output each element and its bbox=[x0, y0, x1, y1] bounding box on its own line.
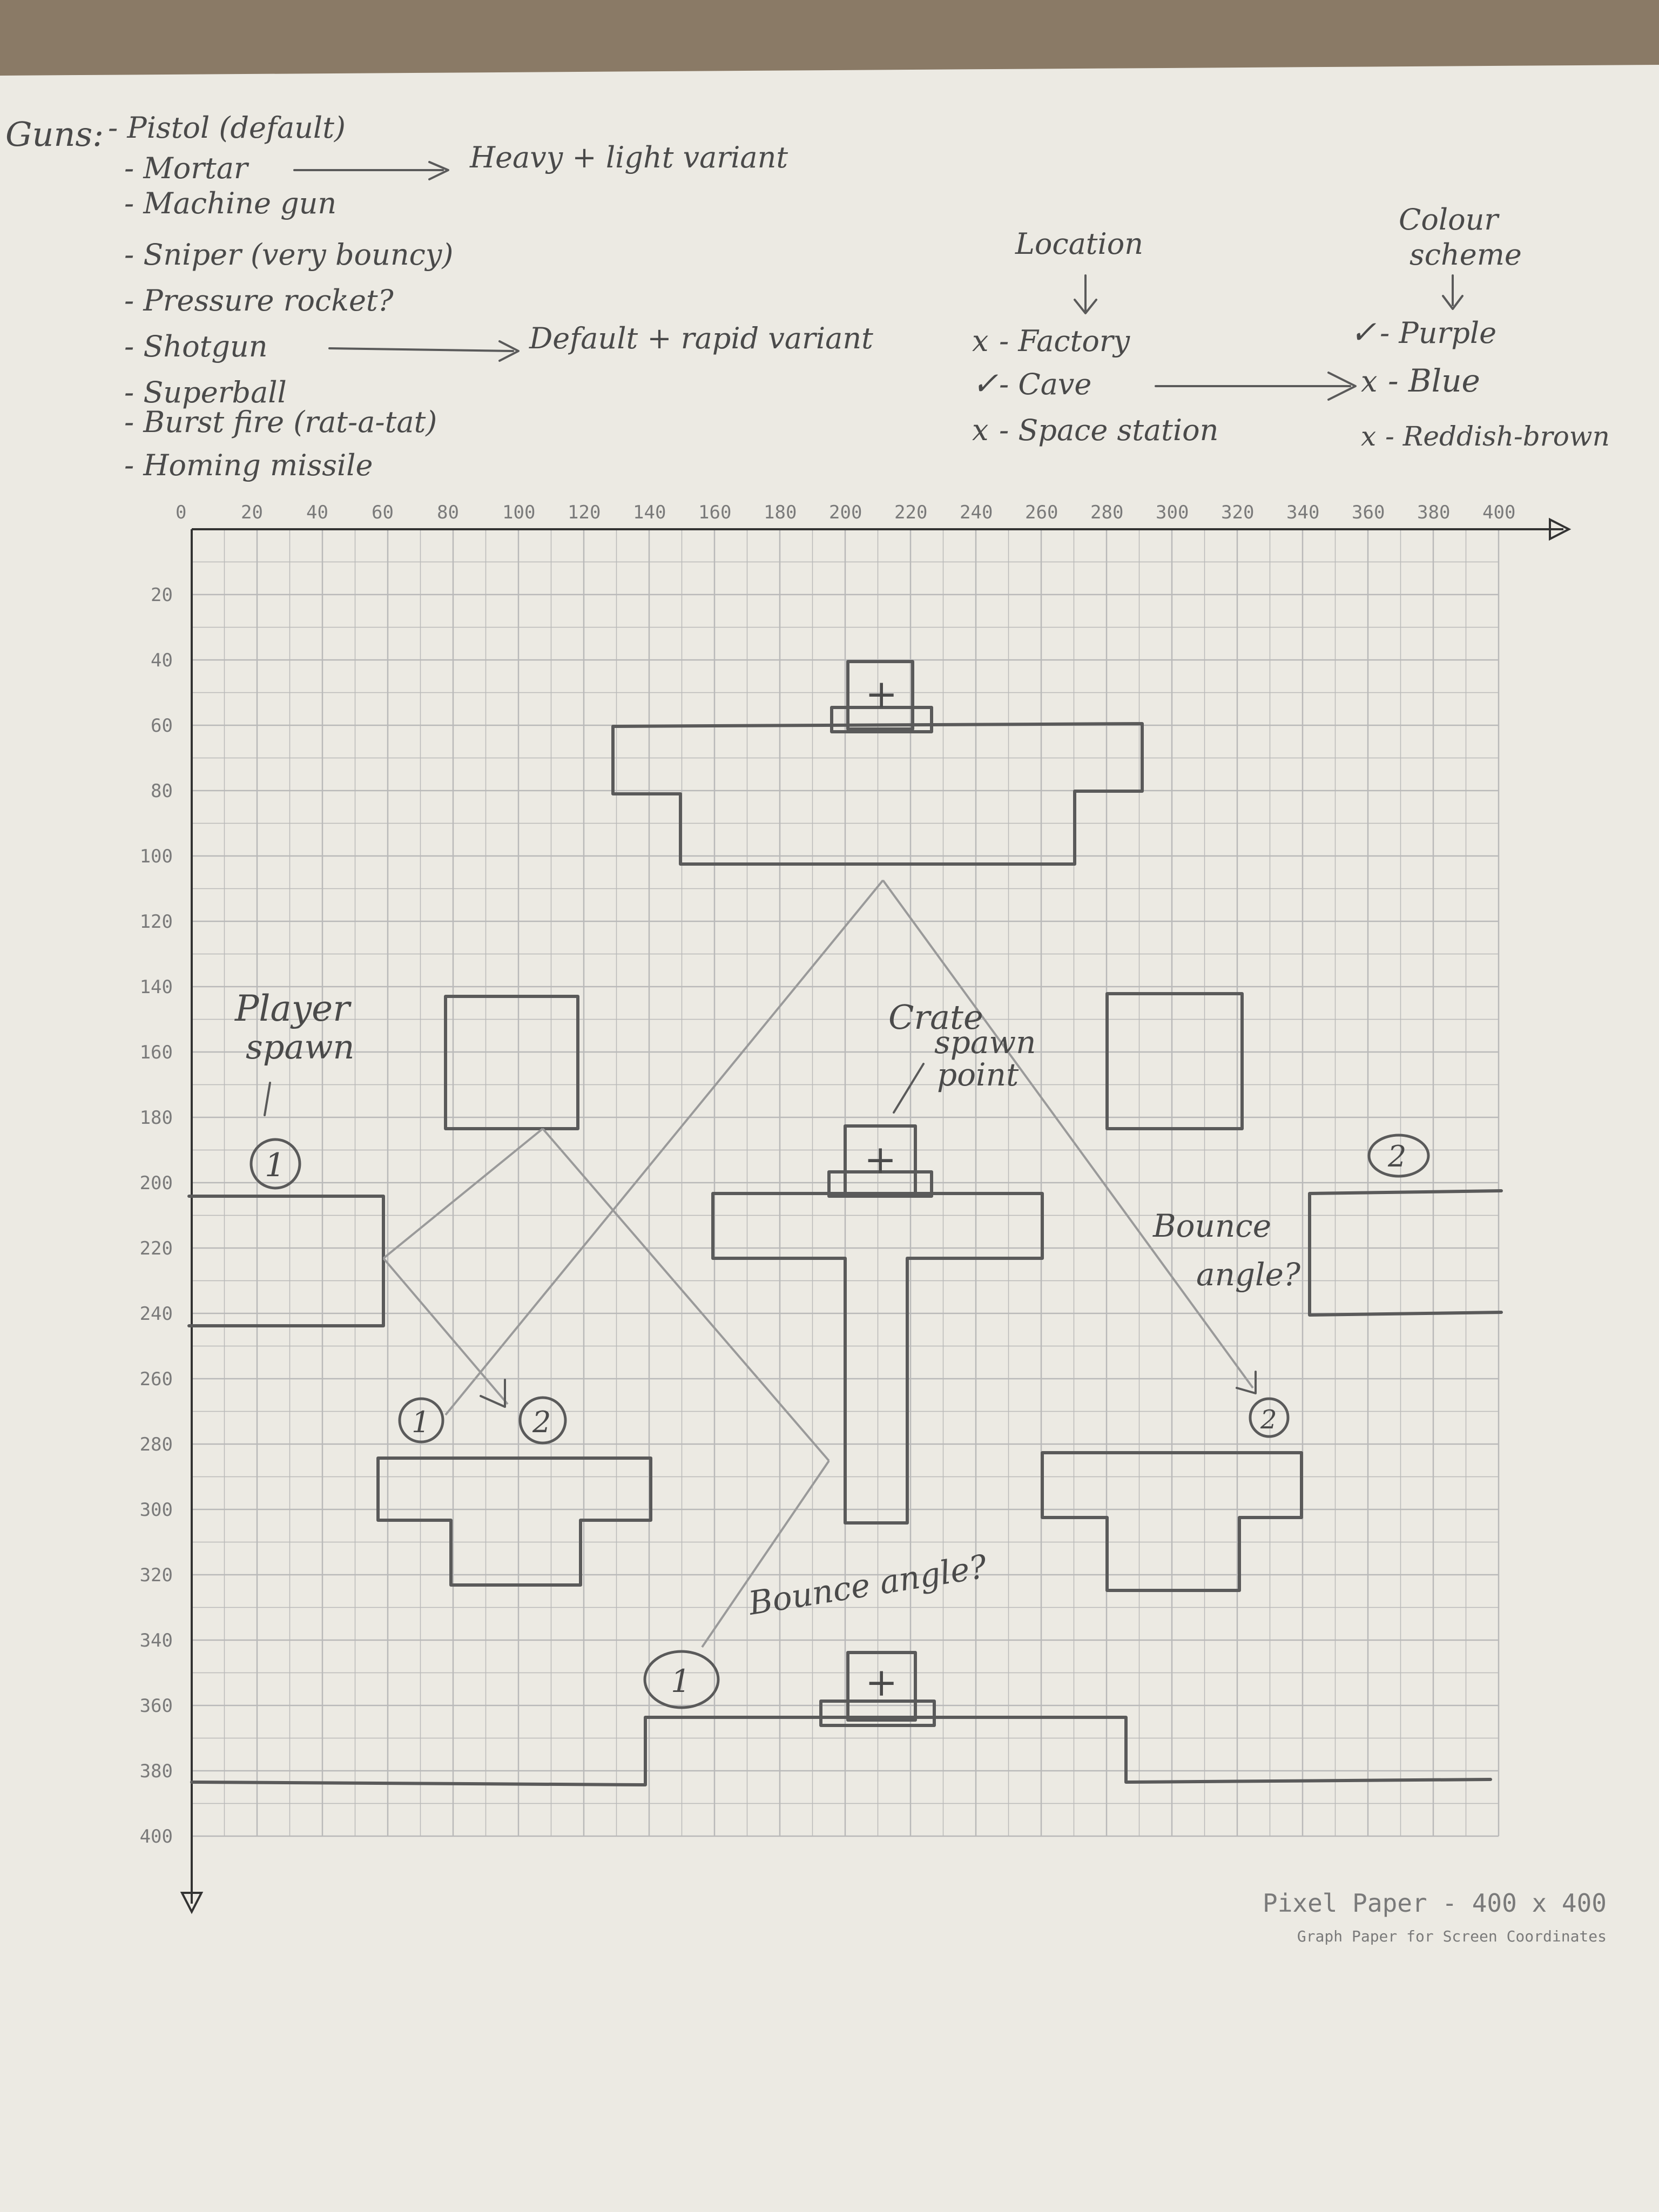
colour-mark: x bbox=[1361, 421, 1376, 452]
crate-plus-icon: + bbox=[865, 1660, 898, 1705]
y-tick-label: 340 bbox=[140, 1630, 173, 1651]
location-mark: x bbox=[972, 324, 988, 358]
paper-footer: Pixel Paper - 400 x 400 Graph Paper for … bbox=[1263, 1889, 1607, 1945]
x-tick-label: 280 bbox=[1090, 502, 1123, 523]
colour-heading: Colour bbox=[1399, 203, 1500, 237]
x-tick-label: 200 bbox=[829, 502, 862, 523]
location-item: - Cave bbox=[999, 367, 1091, 401]
y-tick-label: 60 bbox=[151, 715, 173, 737]
gun-item: - Homing missile bbox=[124, 448, 373, 482]
y-tick-label: 260 bbox=[140, 1368, 173, 1390]
gun-item: - Machine gun bbox=[124, 186, 336, 220]
y-tick-label: 80 bbox=[151, 780, 173, 802]
x-tick-label: 20 bbox=[241, 502, 263, 523]
y-tick-label: 100 bbox=[140, 846, 173, 867]
player-spawn-label: Player bbox=[234, 988, 352, 1029]
y-tick-label: 40 bbox=[151, 650, 173, 671]
x-tick-label: 260 bbox=[1025, 502, 1058, 523]
paper-title: Pixel Paper - 400 x 400 bbox=[1263, 1889, 1607, 1918]
x-tick-label: 400 bbox=[1482, 502, 1515, 523]
shotgun-variant-note: Default + rapid variant bbox=[529, 321, 873, 355]
gun-item: - Mortar bbox=[124, 151, 249, 185]
x-tick-label: 120 bbox=[568, 502, 601, 523]
location-item: - Factory bbox=[999, 324, 1131, 358]
spawn-number: 2 bbox=[532, 1405, 551, 1439]
y-tick-label: 180 bbox=[140, 1107, 173, 1129]
gun-item: - Sniper (very bouncy) bbox=[124, 238, 453, 272]
y-tick-label: 160 bbox=[140, 1042, 173, 1063]
spawn-number: 2 bbox=[1260, 1405, 1277, 1435]
x-tick-label: 300 bbox=[1156, 502, 1189, 523]
x-tick-label: 100 bbox=[502, 502, 535, 523]
x-tick-label: 380 bbox=[1417, 502, 1450, 523]
spawn-number: 1 bbox=[412, 1405, 430, 1439]
guns-heading: Guns: bbox=[5, 114, 104, 154]
spawn-number: 1 bbox=[671, 1663, 691, 1700]
y-tick-label: 140 bbox=[140, 976, 173, 998]
location-mark: x bbox=[972, 413, 988, 447]
y-tick-label: 240 bbox=[140, 1303, 173, 1325]
x-tick-label: 180 bbox=[764, 502, 797, 523]
gun-item: - Superball bbox=[124, 375, 287, 409]
player-spawn-label: spawn bbox=[246, 1027, 354, 1067]
x-tick-label: 0 bbox=[176, 502, 186, 523]
paper-subtitle: Graph Paper for Screen Coordinates bbox=[1297, 1927, 1607, 1945]
x-tick-label: 140 bbox=[633, 502, 666, 523]
spawn-number: 1 bbox=[265, 1147, 285, 1184]
crate-spawn-label: spawn bbox=[934, 1024, 1036, 1061]
crate-spawn-label: point bbox=[937, 1056, 1019, 1093]
colour-item: - Reddish-brown bbox=[1385, 421, 1610, 452]
x-tick-label: 160 bbox=[698, 502, 731, 523]
y-tick-label: 20 bbox=[151, 584, 173, 606]
gun-item: - Pistol (default) bbox=[108, 111, 346, 145]
y-tick-label: 300 bbox=[140, 1499, 173, 1521]
y-tick-label: 120 bbox=[140, 911, 173, 933]
location-mark: ✓ bbox=[972, 365, 999, 402]
x-tick-label: 340 bbox=[1286, 502, 1319, 523]
y-tick-label: 380 bbox=[140, 1761, 173, 1782]
x-tick-label: 320 bbox=[1221, 502, 1254, 523]
x-tick-label: 360 bbox=[1352, 502, 1385, 523]
colour-mark: x bbox=[1361, 365, 1377, 399]
bounce-angle-label: angle? bbox=[1196, 1256, 1301, 1293]
spawn-number: 2 bbox=[1387, 1139, 1406, 1174]
x-tick-label: 240 bbox=[960, 502, 993, 523]
x-tick-label: 80 bbox=[437, 502, 459, 523]
y-tick-label: 320 bbox=[140, 1564, 173, 1586]
y-tick-label: 280 bbox=[140, 1434, 173, 1455]
gun-item: - Pressure rocket? bbox=[124, 284, 394, 318]
y-tick-label: 220 bbox=[140, 1238, 173, 1259]
gun-item: - Burst fire (rat-a-tat) bbox=[124, 405, 437, 439]
colour-heading: scheme bbox=[1410, 238, 1522, 272]
location-heading: Location bbox=[1015, 227, 1143, 261]
x-tick-label: 40 bbox=[306, 502, 328, 523]
location-item: - Space station bbox=[999, 413, 1218, 447]
gun-item: - Shotgun bbox=[124, 329, 268, 363]
mortar-variant-note: Heavy + light variant bbox=[469, 140, 788, 174]
colour-item: - Blue bbox=[1388, 362, 1480, 399]
colour-mark: ✓ bbox=[1350, 314, 1377, 350]
x-tick-label: 220 bbox=[894, 502, 927, 523]
y-tick-label: 200 bbox=[140, 1172, 173, 1194]
crate-plus-icon: + bbox=[865, 671, 898, 717]
x-tick-label: 60 bbox=[372, 502, 394, 523]
bounce-angle-label: Bounce bbox=[1152, 1208, 1271, 1244]
x-axis-tick-labels: 0 20 40 60 80 100 120 140 160 180 200 220 240 260 280 3… bbox=[176, 502, 1515, 523]
crate-plus-icon: + bbox=[864, 1137, 896, 1182]
colour-item: - Purple bbox=[1380, 316, 1496, 350]
y-tick-label: 400 bbox=[140, 1826, 173, 1847]
y-tick-label: 360 bbox=[140, 1695, 173, 1717]
